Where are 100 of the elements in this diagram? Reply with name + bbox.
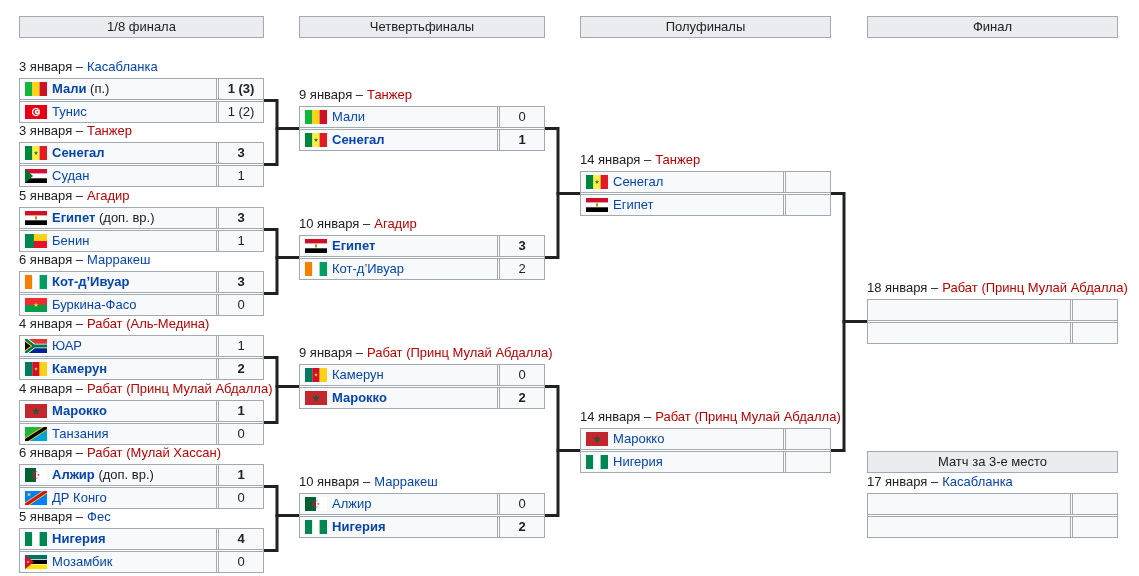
score: 0: [237, 554, 245, 570]
bracket-line: [264, 385, 299, 424]
team-name: Мали: [332, 109, 366, 125]
team-name: Алжир (доп. вр.): [52, 467, 154, 483]
match-date: 14 января –: [580, 409, 652, 424]
bracket-line: [831, 320, 867, 452]
venue-link: Марракеш: [374, 474, 438, 489]
match-date: 14 января –: [580, 152, 652, 167]
match-date: 6 января –: [19, 252, 84, 267]
match-date: 4 января –: [19, 381, 84, 396]
score: 1: [237, 338, 245, 354]
team-name: Сенегал: [613, 174, 664, 190]
venue-link: Фес: [87, 509, 111, 524]
match-date: 17 января –: [867, 474, 939, 489]
score: 0: [237, 490, 245, 506]
team-name: Буркина-Фасо: [52, 297, 137, 313]
round-header: Четвертьфиналы: [299, 16, 545, 38]
round-header: Матч за 3-е место: [867, 451, 1118, 473]
match-table: [19, 400, 264, 445]
match-table: [19, 271, 264, 316]
venue-link: Рабат (Аль-Медина): [87, 316, 210, 331]
venue-link: Касабланка: [87, 59, 158, 74]
match-date: 9 января –: [299, 345, 364, 360]
bracket-line: [264, 127, 299, 166]
score: 0: [518, 496, 526, 512]
team-name: Камерун: [52, 361, 108, 377]
match-table: [867, 299, 1118, 344]
score: 1: [237, 403, 245, 419]
score: 2: [518, 390, 526, 406]
venue-link: Рабат (Принц Мулай Абдалла): [942, 280, 1128, 295]
team-name: Кот-д’Ивуар: [52, 274, 130, 290]
team-name: Мали (п.): [52, 81, 110, 97]
score: 3: [237, 274, 245, 290]
team-name: Марокко: [52, 403, 107, 419]
venue-link: Касабланка: [942, 474, 1013, 489]
team-name: Судан: [52, 168, 90, 184]
match-date: 5 января –: [19, 509, 84, 524]
score: 1 (2): [227, 104, 255, 120]
score: 1: [518, 132, 526, 148]
match-date: 4 января –: [19, 316, 84, 331]
bracket-line: [545, 192, 580, 259]
bracket-line: [264, 256, 299, 295]
score: 3: [237, 210, 245, 226]
match-table: [580, 428, 831, 473]
match-date: 10 января –: [299, 216, 371, 231]
match-table: [867, 493, 1118, 538]
match-table: [299, 493, 545, 538]
match-table: [19, 335, 264, 380]
match-table: [19, 207, 264, 252]
score: 1: [237, 233, 245, 249]
team-name: Бенин: [52, 233, 90, 249]
match-table: [299, 106, 545, 151]
score: 0: [237, 297, 245, 313]
score: 2: [518, 261, 526, 277]
round-header: Полуфиналы: [580, 16, 831, 38]
team-name: Египет: [613, 197, 654, 213]
venue-link: Рабат (Мулай Хассан): [87, 445, 221, 460]
match-date: 6 января –: [19, 445, 84, 460]
team-name: Сенегал: [332, 132, 385, 148]
match-table: [580, 171, 831, 216]
venue-link: Рабат (Принц Мулай Абдалла): [655, 409, 841, 424]
score: 1 (3): [227, 81, 255, 97]
round-header: 1/8 финала: [19, 16, 264, 38]
team-name: Камерун: [332, 367, 384, 383]
match-table: [19, 528, 264, 573]
round-header: Финал: [867, 16, 1118, 38]
match-date: 3 января –: [19, 59, 84, 74]
match-date: 10 января –: [299, 474, 371, 489]
team-name: Мозамбик: [52, 554, 113, 570]
match-table: [299, 235, 545, 280]
score: 3: [237, 145, 245, 161]
team-name: Тунис: [52, 104, 87, 120]
match-date: 5 января –: [19, 188, 84, 203]
venue-link: Рабат (Принц Мулай Абдалла): [87, 381, 273, 396]
team-name: Кот-д’Ивуар: [332, 261, 405, 277]
score: 2: [237, 361, 245, 377]
match-date: 18 января –: [867, 280, 939, 295]
team-name: Нигерия: [332, 519, 386, 535]
team-name: Танзания: [52, 426, 109, 442]
match-date: 9 января –: [299, 87, 364, 102]
team-name: Марокко: [332, 390, 387, 406]
match-table: [19, 464, 264, 509]
venue-link: Агадир: [374, 216, 417, 231]
score: 0: [518, 109, 526, 125]
score: 1: [237, 467, 245, 483]
match-table: [299, 364, 545, 409]
score: 1: [237, 168, 245, 184]
team-name: Египет (доп. вр.): [52, 210, 155, 226]
team-name: Египет: [332, 238, 376, 254]
team-name: Сенегал: [52, 145, 105, 161]
venue-link: Марракеш: [87, 252, 151, 267]
score: 0: [237, 426, 245, 442]
team-name: ДР Конго: [52, 490, 107, 506]
match-table: [19, 78, 264, 123]
venue-link: Танжер: [87, 123, 132, 138]
bracket-line: [545, 449, 580, 517]
score: 0: [518, 367, 526, 383]
score: 2: [518, 519, 526, 535]
match-date: 3 января –: [19, 123, 84, 138]
venue-link: Танжер: [367, 87, 412, 102]
